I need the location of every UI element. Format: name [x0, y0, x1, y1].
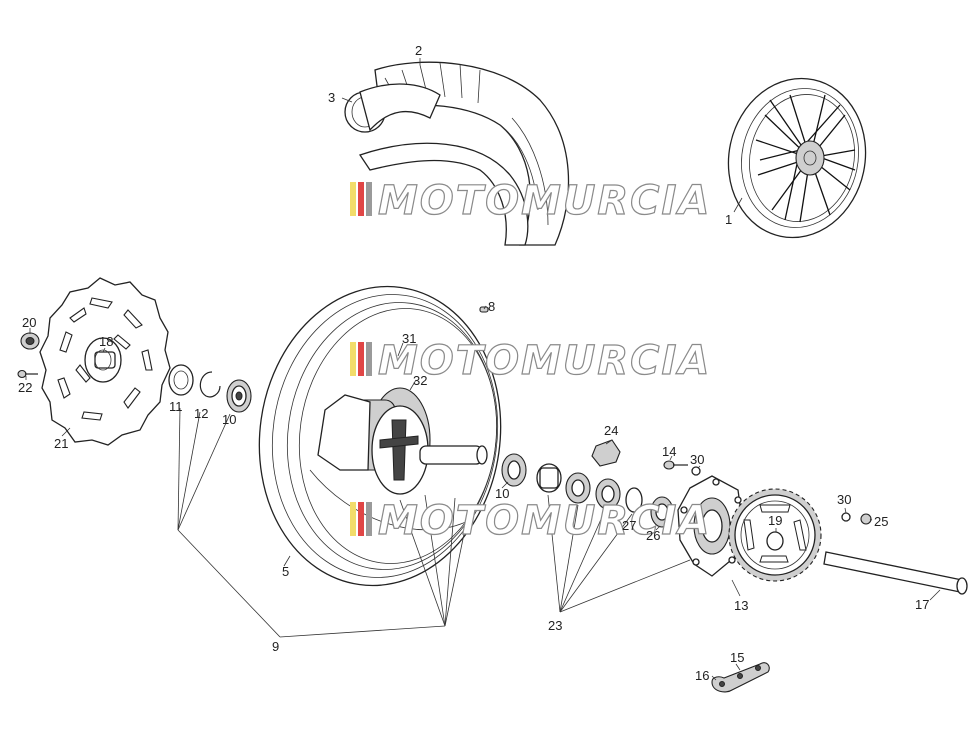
- valve-8: [479, 306, 489, 313]
- callout-8: 8: [488, 299, 495, 314]
- watermark-top: MOTOMURCIA: [350, 177, 711, 225]
- disc-nut-20: [20, 332, 40, 350]
- callout-10-left: 10: [222, 412, 236, 427]
- callout-20: 20: [22, 315, 36, 330]
- watermark-stripe: [358, 342, 364, 376]
- callout-3: 3: [328, 90, 335, 105]
- brake-disc: [39, 277, 171, 446]
- watermark-middle: MOTOMURCIA: [350, 337, 711, 385]
- callout-31: 31: [402, 331, 416, 346]
- watermark-stripe: [350, 342, 356, 376]
- callout-32: 32: [413, 373, 427, 388]
- rear-axle: [823, 551, 968, 595]
- rim-wheel: [258, 285, 502, 587]
- watermark-stripe: [366, 182, 372, 216]
- right-bearings: [501, 453, 674, 528]
- callout-21: 21: [54, 436, 68, 451]
- watermark-stripe: [358, 182, 364, 216]
- watermark-bottom: MOTOMURCIA: [350, 497, 711, 545]
- circlip-12: [199, 371, 221, 398]
- washer-30-upper: [691, 466, 701, 476]
- watermark-stripe: [366, 502, 372, 536]
- callout-5: 5: [282, 564, 289, 579]
- callout-17: 17: [915, 597, 929, 612]
- chain-sprocket: [728, 488, 822, 582]
- complete-rear-wheel: [727, 77, 867, 239]
- callout-13: 13: [734, 598, 748, 613]
- watermark-stripe: [350, 502, 356, 536]
- callout-22: 22: [18, 380, 32, 395]
- callout-30-lower: 30: [837, 492, 851, 507]
- watermark-text: MOTOMURCIA: [378, 178, 711, 224]
- callout-2: 2: [415, 43, 422, 58]
- callout-9: 9: [272, 639, 279, 654]
- callout-18: 18: [99, 334, 113, 349]
- callout-11: 11: [169, 399, 183, 414]
- watermark-stripe: [366, 342, 372, 376]
- chain-link: [711, 662, 770, 693]
- left-bearing-10: [226, 379, 252, 413]
- sprocket-carrier: [677, 475, 743, 577]
- callout-10-right: 10: [495, 486, 509, 501]
- callout-12: 12: [194, 406, 208, 421]
- callout-15: 15: [730, 650, 744, 665]
- tyre-and-tube: [344, 61, 570, 246]
- watermark-text: MOTOMURCIA: [378, 498, 711, 544]
- callout-23: 23: [548, 618, 562, 633]
- callout-1: 1: [725, 212, 732, 227]
- watermark-text: MOTOMURCIA: [378, 338, 711, 384]
- callout-25: 25: [874, 514, 888, 529]
- washer-30-lower: [841, 512, 851, 522]
- sprocket-bolt-14: [663, 460, 688, 470]
- callout-labels: 1 2 3 5 8 9 10 10 11 12 13 14 15 16 17 1…: [18, 43, 929, 683]
- watermark-stripe: [350, 182, 356, 216]
- left-bearing-11: [168, 364, 194, 396]
- callout-14: 14: [662, 444, 676, 459]
- callout-16: 16: [695, 668, 709, 683]
- watermark-stripe: [358, 502, 364, 536]
- callout-19: 19: [768, 513, 782, 528]
- callout-24: 24: [604, 423, 618, 438]
- callout-30-upper: 30: [690, 452, 704, 467]
- callout-27: 27: [622, 518, 636, 533]
- callout-26: 26: [646, 528, 660, 543]
- disc-bolt-22: [17, 369, 38, 379]
- leader-lines: [25, 58, 941, 681]
- nut-25: [860, 513, 872, 525]
